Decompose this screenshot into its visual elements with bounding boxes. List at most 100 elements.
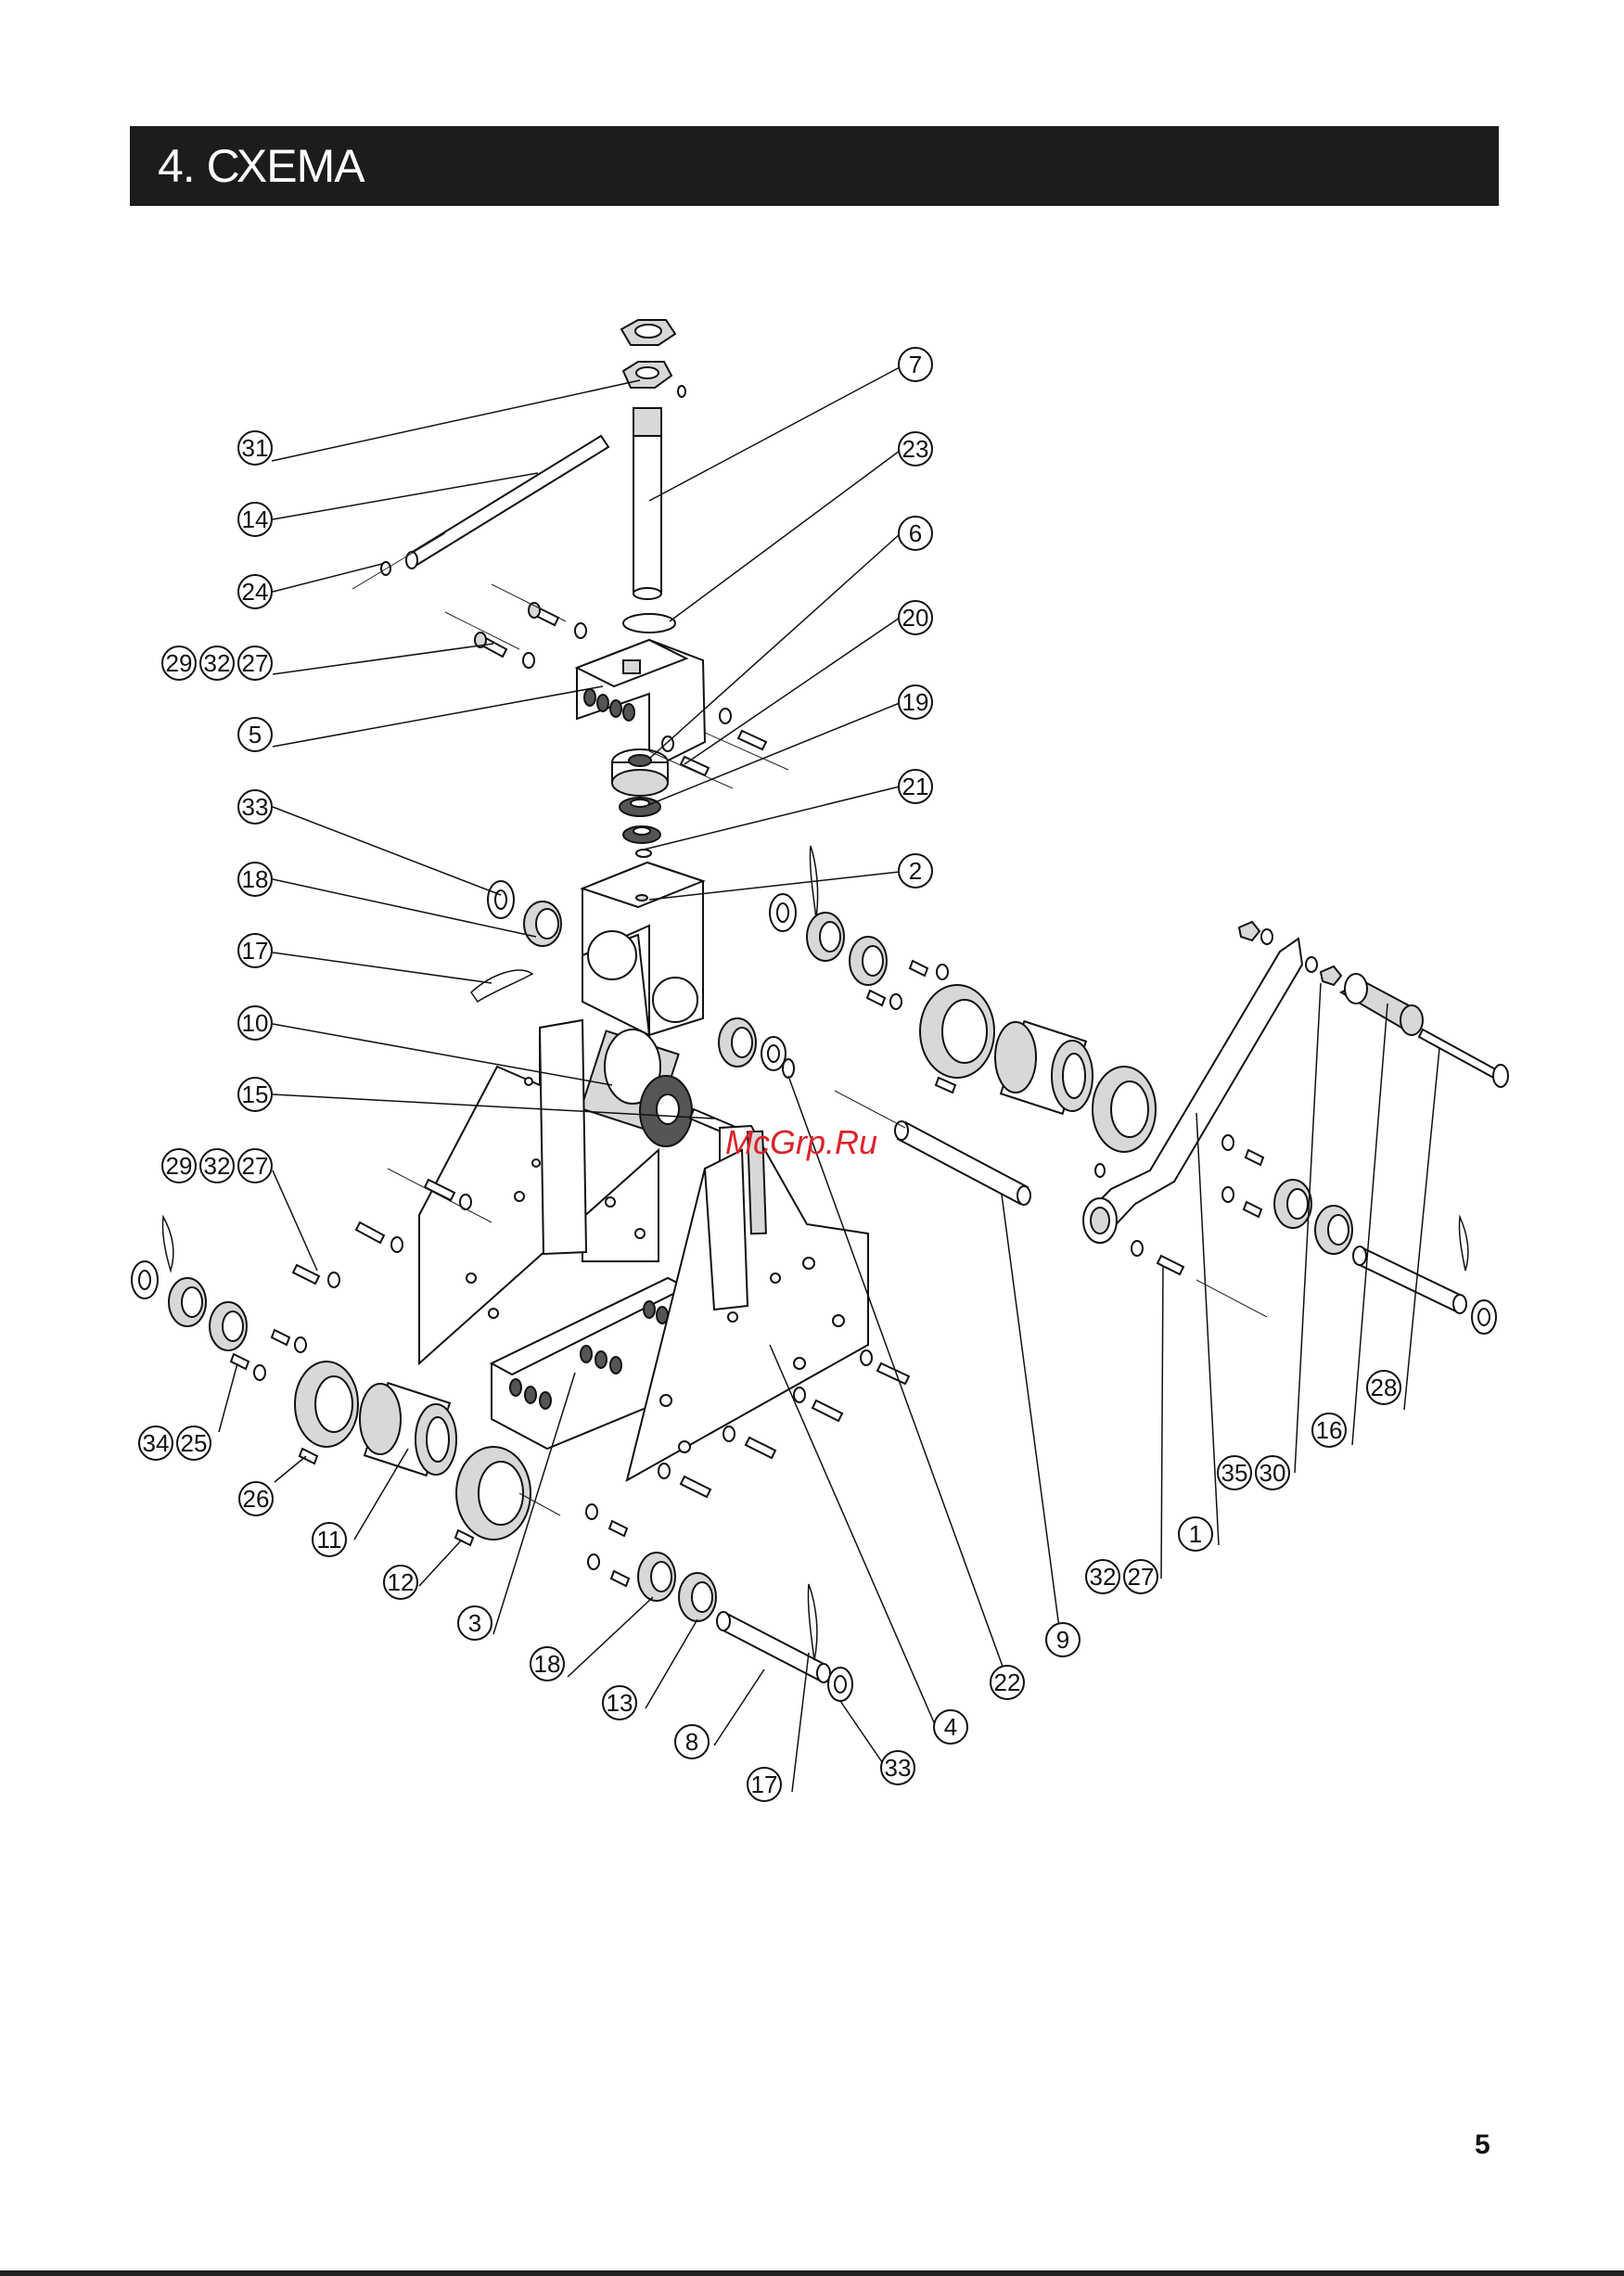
part-bearing-mid (719, 1018, 794, 1078)
bottom-rule (0, 2270, 1624, 2276)
callout-label: 8 (685, 1728, 698, 1756)
callout-28: 28 (1367, 1371, 1400, 1404)
part-washer-33-top (488, 881, 514, 918)
callout-4: 4 (934, 1710, 967, 1744)
callout-3: 3 (458, 1606, 492, 1640)
callout-29-b: 29 (162, 1149, 196, 1183)
page-number: 5 (1475, 2129, 1490, 2161)
callout-26: 26 (239, 1482, 273, 1515)
callout-14: 14 (238, 503, 272, 536)
callout-22: 22 (991, 1666, 1024, 1699)
callout-label: 20 (902, 604, 929, 632)
callout-9: 9 (1046, 1623, 1080, 1656)
callout-27-a: 27 (238, 646, 272, 680)
callout-label: 22 (994, 1669, 1021, 1696)
callout-label: 31 (242, 434, 269, 462)
callout-label: 3 (468, 1609, 481, 1637)
callout-label: 11 (317, 1526, 342, 1554)
callout-label: 23 (902, 435, 929, 463)
callout-label: 30 (1260, 1459, 1286, 1487)
callout-18-bottom: 18 (531, 1647, 564, 1681)
part-bracket-5 (445, 584, 705, 761)
callout-label: 21 (902, 773, 929, 800)
callout-30: 30 (1256, 1456, 1289, 1490)
callout-label: 16 (1316, 1416, 1343, 1444)
callout-1: 1 (1179, 1517, 1212, 1551)
callout-label: 33 (885, 1754, 912, 1782)
callout-21: 21 (899, 770, 932, 803)
callout-label: 35 (1221, 1459, 1248, 1487)
callout-label: 24 (242, 578, 269, 606)
callout-2: 2 (899, 854, 932, 888)
callout-label: 2 (909, 857, 922, 885)
callout-6: 6 (899, 517, 932, 550)
callout-label: 5 (249, 721, 262, 748)
callout-15: 15 (238, 1078, 272, 1111)
callout-13: 13 (603, 1686, 636, 1720)
callout-label: 9 (1056, 1626, 1069, 1654)
callout-5: 5 (238, 718, 272, 751)
callout-label: 27 (242, 1152, 269, 1180)
callout-label: 7 (909, 351, 922, 378)
callout-7: 7 (899, 348, 932, 381)
part-lower-assembly (586, 1504, 852, 1701)
callout-label: 6 (909, 519, 922, 547)
callout-32-b: 32 (200, 1149, 234, 1183)
callout-11: 11 (313, 1523, 346, 1556)
part-bearing-18-top (524, 901, 561, 946)
callout-label: 1 (1189, 1520, 1202, 1548)
part-shaft-7 (621, 320, 685, 633)
part-roller-10 (581, 1029, 742, 1146)
callout-23: 23 (899, 432, 932, 466)
callout-19: 19 (899, 685, 932, 719)
callout-label: 34 (143, 1429, 170, 1457)
callout-label: 19 (902, 688, 929, 716)
part-pin-17-top (471, 970, 532, 1002)
callout-27-b: 27 (238, 1149, 272, 1183)
callout-label: 18 (242, 865, 269, 893)
callout-16: 16 (1312, 1413, 1346, 1447)
callout-label: 25 (181, 1429, 208, 1457)
callout-27-c: 27 (1124, 1560, 1157, 1593)
callout-label: 33 (242, 793, 269, 821)
callout-17-top: 17 (238, 934, 272, 967)
callout-label: 26 (243, 1485, 270, 1513)
part-rod-14 (352, 436, 608, 589)
callout-label: 17 (751, 1771, 778, 1798)
callout-label: 28 (1371, 1374, 1398, 1401)
callout-35: 35 (1218, 1456, 1251, 1490)
callout-24: 24 (238, 575, 272, 608)
part-block-2 (582, 863, 703, 1035)
callout-34: 34 (139, 1426, 173, 1460)
watermark-text: McGrp.Ru (725, 1123, 877, 1161)
callout-29-a: 29 (162, 646, 196, 680)
callout-label: 13 (607, 1689, 633, 1717)
callout-33-top: 33 (238, 790, 272, 824)
callout-label: 27 (242, 649, 269, 677)
callout-label: 29 (166, 649, 193, 677)
callout-label: 32 (204, 1152, 231, 1180)
callout-12: 12 (384, 1566, 417, 1599)
callout-17-bottom: 17 (748, 1768, 781, 1801)
callout-label: 18 (534, 1650, 561, 1678)
callout-33-bottom: 33 (881, 1751, 914, 1784)
callout-31: 31 (238, 431, 272, 465)
callout-10: 10 (238, 1006, 272, 1040)
callout-label: 10 (242, 1009, 269, 1037)
callout-label: 32 (204, 649, 231, 677)
callout-label: 32 (1090, 1563, 1117, 1591)
callout-20: 20 (899, 601, 932, 634)
callout-8: 8 (675, 1725, 709, 1758)
callout-label: 27 (1128, 1563, 1155, 1591)
callout-32-a: 32 (200, 646, 234, 680)
callout-18-top: 18 (238, 863, 272, 896)
callout-label: 17 (242, 937, 269, 965)
callout-32-c: 32 (1086, 1560, 1119, 1593)
callout-label: 29 (166, 1152, 193, 1180)
callout-label: 12 (388, 1568, 415, 1596)
callout-label: 15 (242, 1080, 269, 1108)
callout-label: 14 (242, 505, 269, 533)
callout-label: 4 (944, 1713, 957, 1741)
callout-25: 25 (177, 1426, 211, 1460)
